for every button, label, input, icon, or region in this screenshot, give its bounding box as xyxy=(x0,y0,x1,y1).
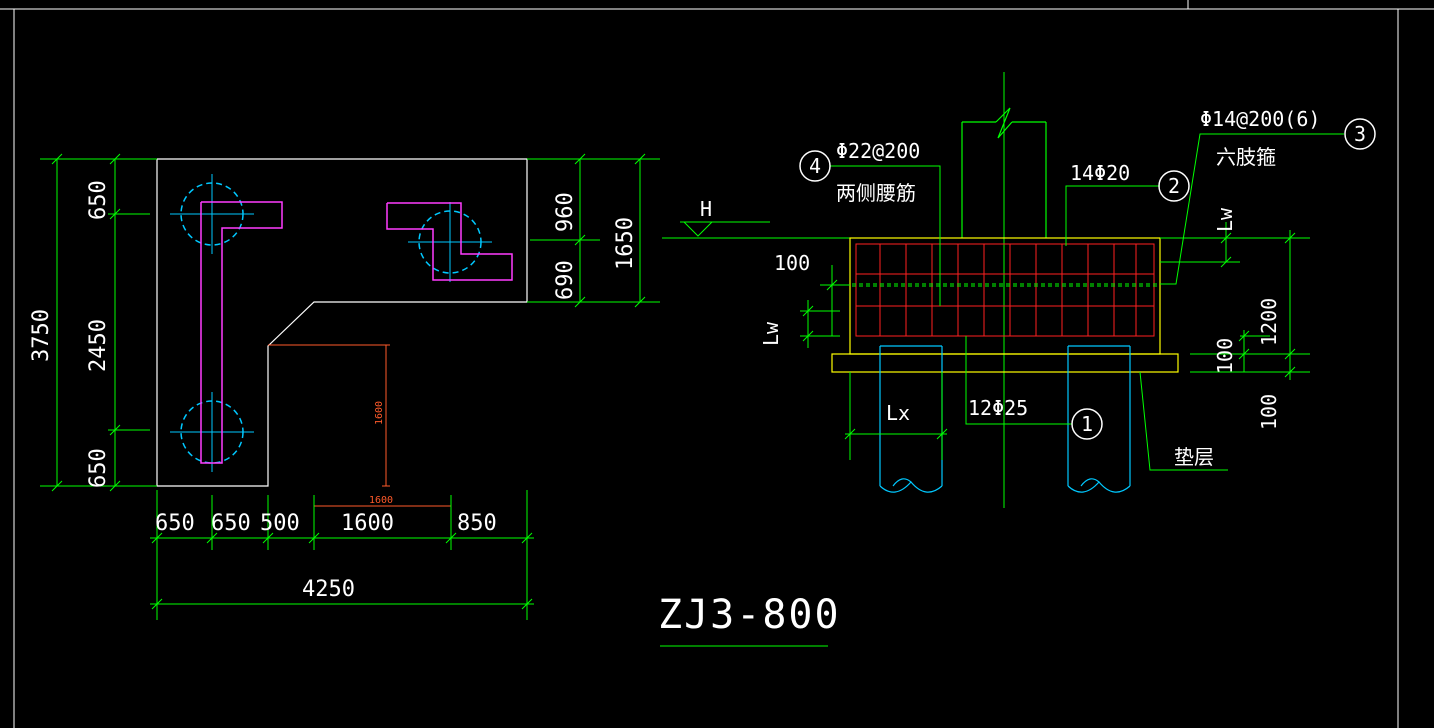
waist-bars xyxy=(852,283,1160,287)
column-right xyxy=(386,202,513,281)
callout-spec-2: 14Φ20 xyxy=(1070,161,1130,185)
section-view: H xyxy=(662,72,1376,508)
dim-left-mid: 2450 xyxy=(86,319,111,372)
dim-left-top: 650 xyxy=(86,180,111,220)
callout-desc-3: 六肢箍 xyxy=(1216,145,1276,169)
cushion-label: 垫层 xyxy=(1174,445,1214,469)
section-left-dims xyxy=(800,265,948,460)
inner-dim-h-text: 1600 xyxy=(369,495,393,506)
dim-lx: Lx xyxy=(886,401,910,425)
dim-cushion: 100 xyxy=(1257,394,1281,430)
dim-total-height: 3750 xyxy=(29,309,54,362)
callout-circle-2 xyxy=(1158,170,1190,202)
dim-bottom-1: 650 xyxy=(155,511,195,536)
dim-right-top: 960 xyxy=(553,192,578,232)
leader-lines xyxy=(830,133,1344,471)
callout-num-3: 3 xyxy=(1354,122,1366,146)
left-dimension-lines xyxy=(40,153,157,492)
section-right-dims xyxy=(1160,222,1310,380)
dim-lw-right: Lw xyxy=(1213,207,1237,232)
pile-cap-outline xyxy=(156,158,528,487)
dim-total-width: 4250 xyxy=(302,577,355,602)
dim-right-bottom: 690 xyxy=(553,260,578,300)
dim-bottom-4: 1600 xyxy=(341,511,394,536)
pile-circles xyxy=(180,182,482,464)
dim-top-cover: 100 xyxy=(774,251,810,275)
callout-spec-3: Φ14@200(6) xyxy=(1200,107,1320,131)
callout-circles xyxy=(799,118,1376,440)
plan-view: 1600 1600 3750 650 2450 650 xyxy=(29,153,660,620)
callout-circle-4 xyxy=(799,150,831,182)
callout-spec-1: 12Φ25 xyxy=(968,396,1028,420)
callout-desc-4: 两侧腰筋 xyxy=(836,181,916,205)
callout-num-4: 4 xyxy=(809,154,821,178)
dim-bottom-2: 650 xyxy=(211,511,251,536)
callout-circle-1 xyxy=(1071,408,1103,440)
elevation-marker xyxy=(662,221,850,239)
dim-bottom-5: 850 xyxy=(457,511,497,536)
column-section xyxy=(961,107,1047,238)
pile-center-marks xyxy=(170,174,492,472)
bottom-dimension-lines xyxy=(150,490,534,620)
callout-spec-4: Φ22@200 xyxy=(836,139,920,163)
column-left xyxy=(200,201,283,464)
right-dimension-lines xyxy=(527,153,660,308)
callout-num-2: 2 xyxy=(1168,174,1180,198)
callout-circle-3 xyxy=(1344,118,1376,150)
inner-dimension-vertical xyxy=(268,344,390,487)
rebar-grid xyxy=(855,243,1155,337)
elevation-label: H xyxy=(700,197,712,221)
dim-right-total: 1650 xyxy=(613,217,638,270)
callout-num-1: 1 xyxy=(1081,412,1093,436)
drawing-title-block: ZJ3-800 xyxy=(658,592,841,647)
dim-depth: 1200 xyxy=(1257,298,1281,346)
inner-dim-v-text: 1600 xyxy=(374,401,385,425)
dim-bottom-cover: 100 xyxy=(1213,338,1237,374)
cushion-layer xyxy=(831,353,1179,373)
dim-bottom-3: 500 xyxy=(260,511,300,536)
dim-left-bottom: 650 xyxy=(86,448,111,488)
dim-lw-left: Lw xyxy=(759,321,783,346)
drawing-title: ZJ3-800 xyxy=(658,592,841,638)
